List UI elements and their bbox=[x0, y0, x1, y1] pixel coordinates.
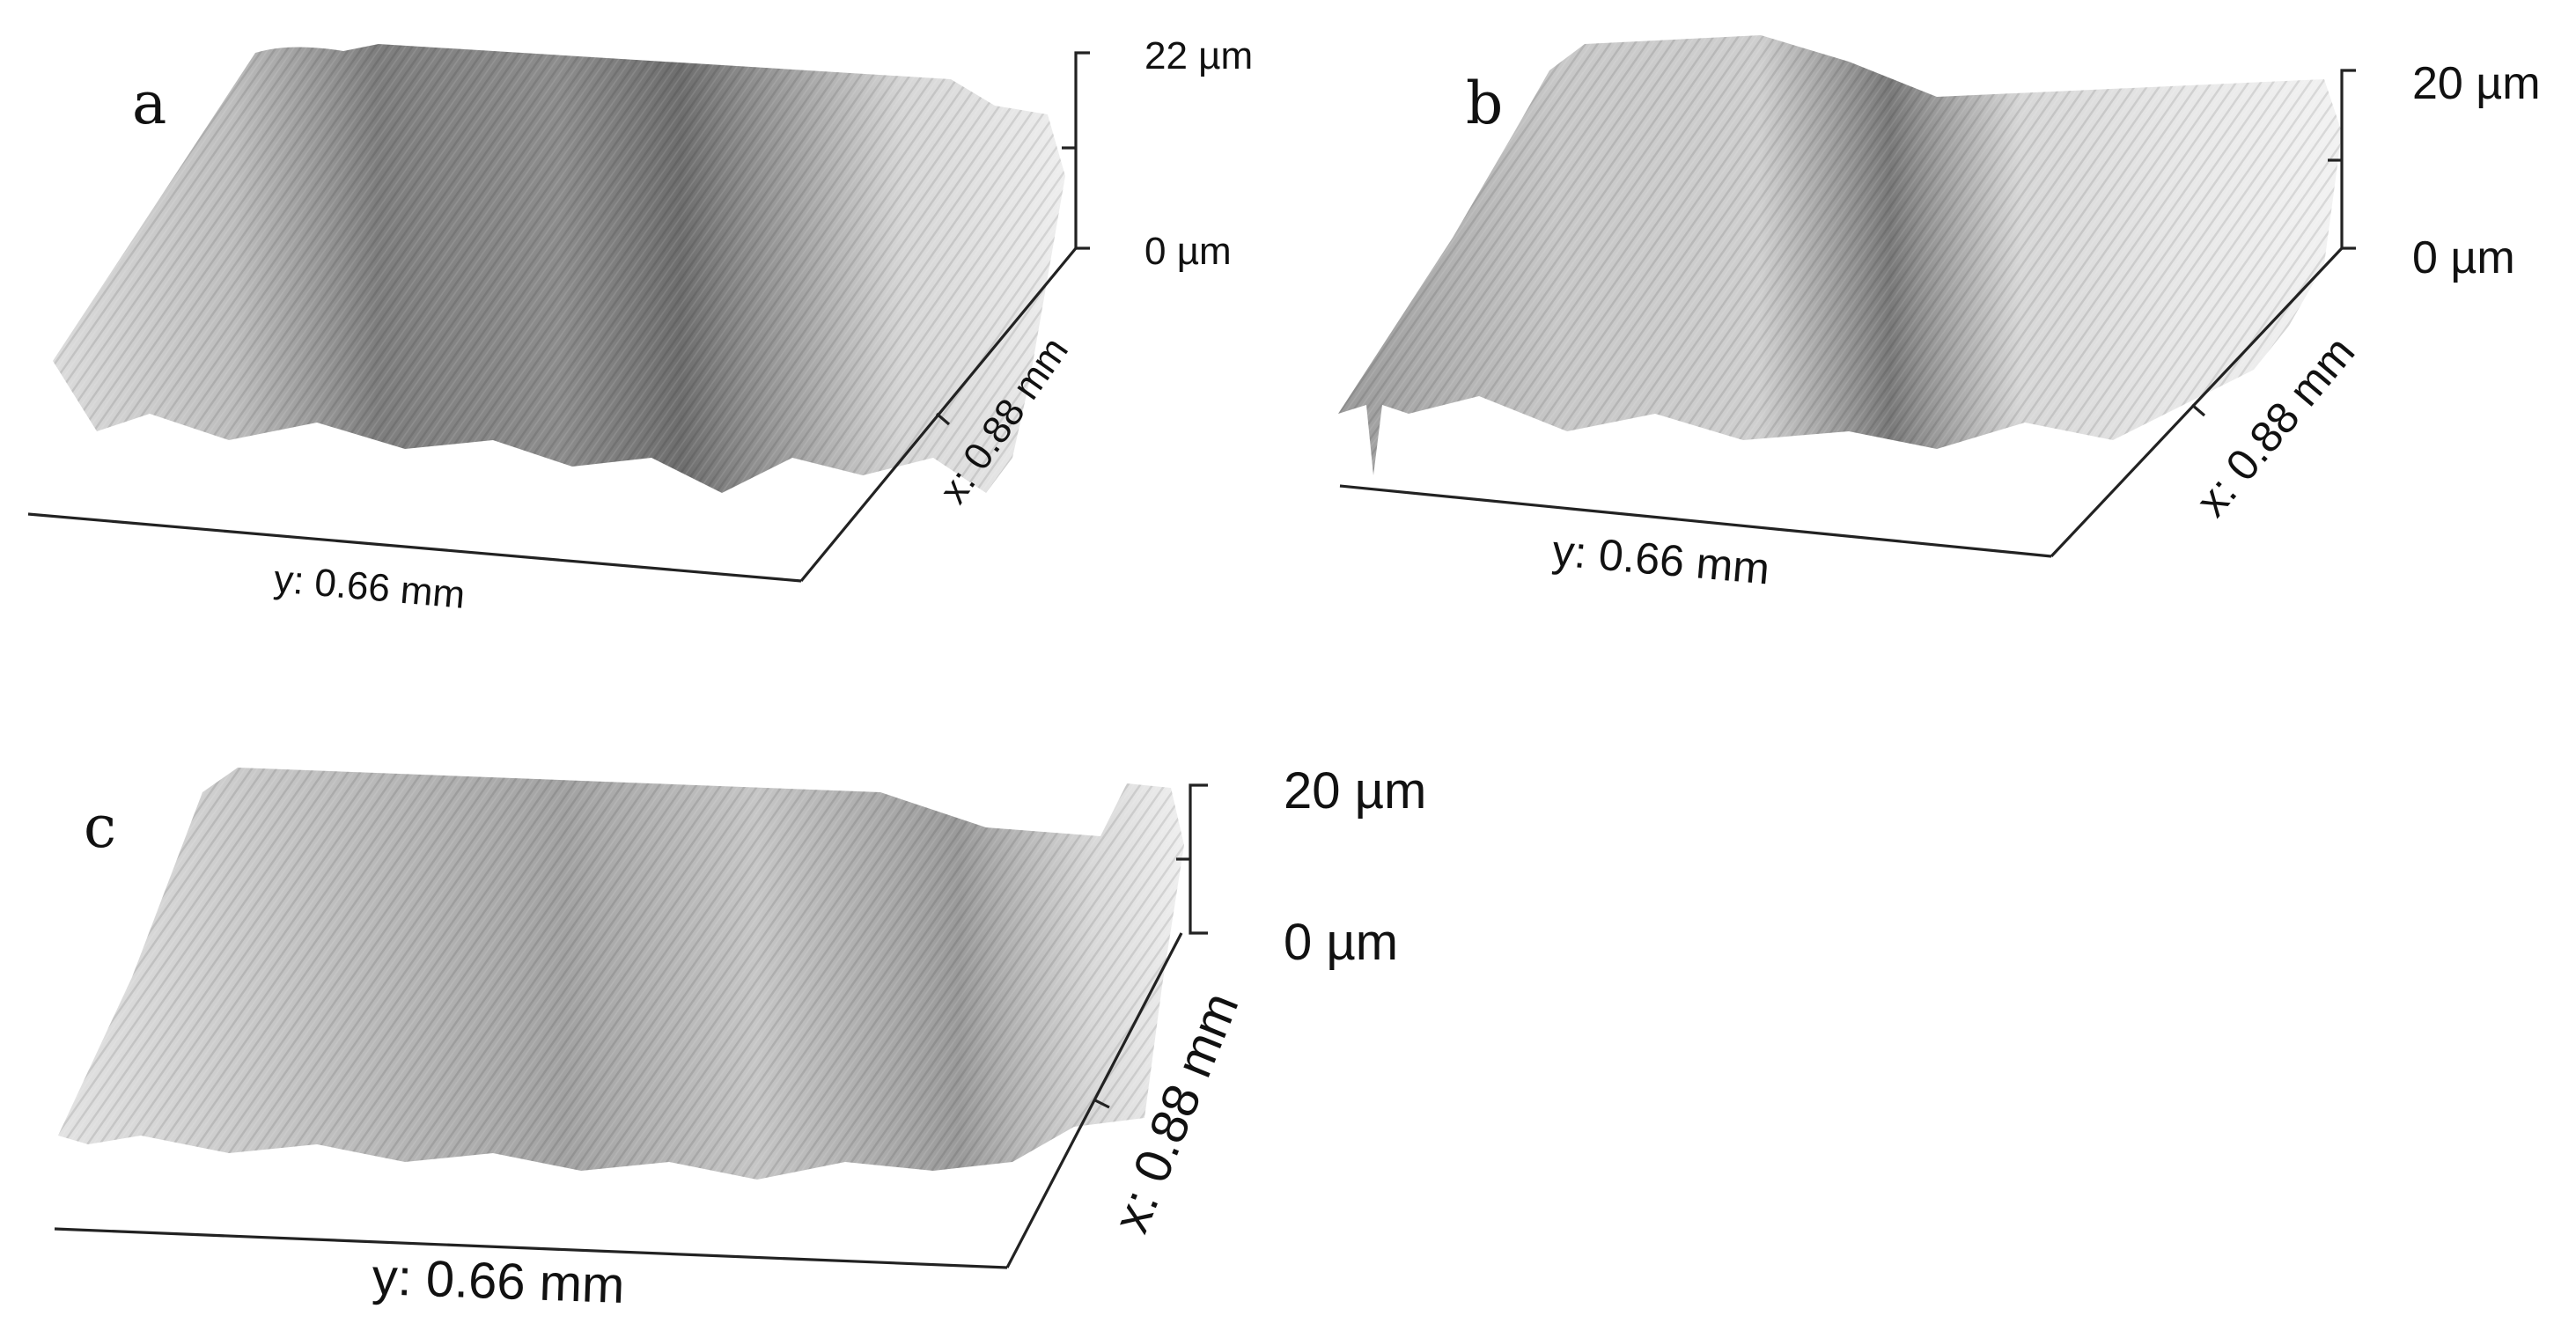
z-top-label-b: 20 µm bbox=[2412, 58, 2541, 109]
x-axis-c bbox=[1005, 932, 1183, 1268]
surface-b-texture bbox=[1338, 35, 2342, 475]
z-axis-c bbox=[1189, 783, 1208, 935]
panel-label-c: c bbox=[84, 793, 116, 861]
z-axis-b bbox=[2340, 69, 2356, 250]
y-axis-label-b: y: 0.66 mm bbox=[1550, 526, 1771, 593]
x-axis-b-mid-tick bbox=[2190, 403, 2206, 417]
z-top-label-c: 20 µm bbox=[1284, 762, 1426, 820]
z-axis-a bbox=[1074, 51, 1090, 250]
x-axis-b bbox=[2050, 246, 2344, 558]
panel-b: b 20 µm 0 µm y: 0.66 mm x: 0.88 mm bbox=[1338, 35, 2541, 594]
z-bottom-label-b: 0 µm bbox=[2412, 232, 2515, 283]
z-top-label-a: 22 µm bbox=[1144, 34, 1253, 77]
z-bottom-label-a: 0 µm bbox=[1144, 230, 1232, 273]
y-axis-a bbox=[27, 512, 802, 583]
x-axis-a-mid-tick bbox=[935, 412, 951, 426]
panel-a: a 22 µm 0 µm y: 0.66 mm x: 0.88 mm bbox=[27, 34, 1253, 617]
surface-c-texture bbox=[58, 768, 1184, 1180]
surface-a-texture bbox=[53, 44, 1065, 493]
panel-label-b: b bbox=[1466, 70, 1503, 137]
z-bottom-label-c: 0 µm bbox=[1284, 914, 1398, 971]
x-axis-c-mid-tick bbox=[1094, 1099, 1110, 1109]
y-axis-label-c: y: 0.66 mm bbox=[372, 1248, 626, 1314]
panel-label-a: a bbox=[132, 70, 166, 137]
y-axis-label-a: y: 0.66 mm bbox=[272, 557, 467, 617]
y-axis-c bbox=[54, 1227, 1008, 1269]
y-axis-b bbox=[1339, 484, 2052, 558]
panel-c: c 20 µm 0 µm y: 0.66 mm x: 0.88 mm bbox=[54, 762, 1426, 1314]
